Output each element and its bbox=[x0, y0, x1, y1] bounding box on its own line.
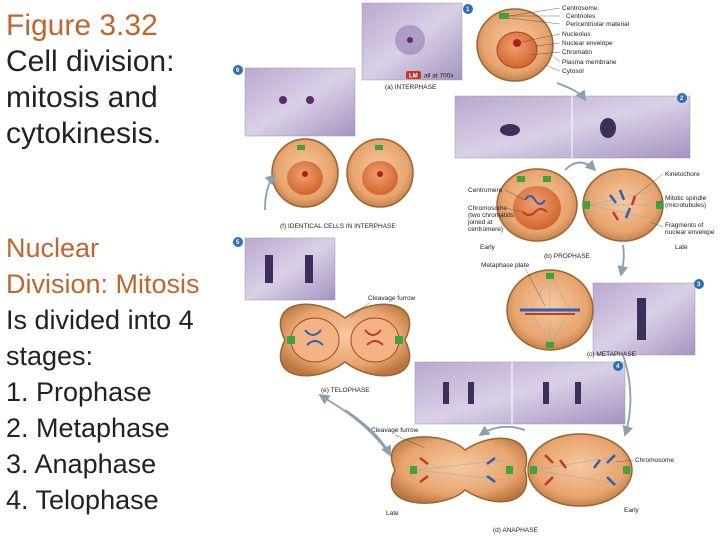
step-number: 2 bbox=[680, 96, 684, 102]
step-number: 3 bbox=[697, 282, 701, 288]
label-centromere: Centromere bbox=[468, 187, 503, 194]
interphase-label-lines bbox=[508, 7, 561, 72]
label-nuclear-envelope: Nuclear envelope bbox=[562, 40, 613, 47]
caption-telophase: (e) TELOPHASE bbox=[321, 387, 370, 394]
stage-item: 3. Anaphase bbox=[6, 449, 157, 479]
label-pericentriolar: Pericentriolar material bbox=[566, 21, 630, 28]
slide-title: Figure 3.32 Cell division: mitosis and c… bbox=[6, 8, 236, 152]
centrosome bbox=[499, 13, 509, 19]
caption-prophase: (b) PROPHASE bbox=[544, 253, 591, 260]
label-microtubules: (microtubules) bbox=[665, 202, 706, 209]
caption-anaphase: (d) ANAPHASE bbox=[493, 527, 538, 534]
micrograph-anaphase bbox=[414, 361, 626, 425]
caption-metaphase: (c) METAPHASE bbox=[587, 351, 637, 358]
title-line: cytokinesis. bbox=[6, 117, 162, 150]
micrograph-daughter-nucleus bbox=[279, 96, 287, 104]
subheading-line: Nuclear bbox=[6, 233, 100, 263]
body-line: Is divided into 4 bbox=[6, 305, 194, 335]
stage-item: 1. Prophase bbox=[6, 377, 152, 407]
slide-body: Nuclear Division: Mitosis Is divided int… bbox=[6, 230, 242, 518]
label-chromosome-note: (two chromatids bbox=[468, 212, 515, 219]
title-line: mitosis and bbox=[6, 81, 158, 114]
micrograph-chromosomes bbox=[500, 124, 520, 136]
prophase-left-labels: Centromere Chromosome (two chromatids jo… bbox=[467, 187, 515, 233]
anaphase-early-cell bbox=[527, 433, 633, 507]
label-chromosome-anaphase: Chromosome bbox=[635, 457, 674, 464]
title-line: Cell division: bbox=[6, 45, 175, 78]
micrograph-telophase bbox=[244, 237, 336, 301]
stage-item: 2. Metaphase bbox=[6, 413, 170, 443]
micrograph-nucleolus bbox=[407, 37, 413, 43]
interphase-nucleus bbox=[496, 31, 538, 69]
body-line: stages: bbox=[6, 341, 94, 371]
label-centrioles: Centrioles bbox=[566, 13, 596, 20]
label-nuclear-envelope-frag: nuclear envelope bbox=[665, 229, 715, 236]
label-chromosome-note: joined at bbox=[467, 219, 493, 226]
step-number: 6 bbox=[236, 68, 240, 74]
label-metaphase-plate: Metaphase plate bbox=[481, 262, 529, 269]
label-cleavage-furrow-top: Cleavage furrow bbox=[368, 295, 416, 302]
lm-badge-text: LM bbox=[409, 74, 418, 80]
anaphase-late-cell bbox=[391, 436, 528, 504]
micrograph-daughter-nucleus bbox=[306, 96, 314, 104]
micrograph-identical bbox=[244, 67, 356, 137]
label-centrosome: Centrosome: bbox=[562, 5, 599, 12]
lm-badge bbox=[406, 71, 421, 79]
subheading-line: Division: Mitosis bbox=[6, 269, 200, 299]
step-number: 4 bbox=[616, 364, 620, 370]
step-badges: 1 2 3 4 5 6 bbox=[233, 4, 704, 371]
label-chromosome: Chromosome bbox=[468, 205, 507, 212]
label-cleavage-furrow-bottom: Cleavage furrow bbox=[371, 427, 419, 434]
step-number: 5 bbox=[236, 240, 240, 246]
label-chromosome-note: centromere) bbox=[468, 226, 503, 233]
label-early-anaphase: Early bbox=[624, 507, 640, 514]
lm-scale: all at 700x bbox=[424, 73, 454, 80]
label-plasma-membrane: Plasma membrane bbox=[562, 59, 617, 66]
label-fragments: Fragments of bbox=[665, 222, 703, 229]
label-chromatin: Chromatin bbox=[562, 49, 592, 56]
label-nucleolus: Nucleolus bbox=[562, 31, 591, 38]
stage-item: 4. Telophase bbox=[6, 485, 159, 515]
label-late: Late bbox=[675, 244, 688, 251]
label-late-anaphase: Late bbox=[386, 510, 399, 517]
label-kinetochore: Kinetochore bbox=[665, 171, 700, 178]
prophase-right-labels: Kinetochore Mitotic spindle (microtubule… bbox=[665, 171, 715, 236]
caption-identical: (f) IDENTICAL CELLS IN INTERPHASE bbox=[280, 223, 396, 230]
figure-label: Figure 3.32 bbox=[6, 9, 158, 42]
step-number: 1 bbox=[466, 7, 470, 13]
label-mitotic-spindle: Mitotic spindle bbox=[665, 195, 707, 202]
micrograph-chromosomes bbox=[600, 118, 616, 138]
label-cytosol: Cytosol bbox=[562, 68, 584, 75]
mitosis-diagram: LM all at 700x Centrosome: Centrioles Pe… bbox=[233, 2, 715, 534]
interphase-labels: Centrosome: Centrioles Pericentriolar ma… bbox=[562, 5, 630, 75]
label-early: Early bbox=[480, 244, 496, 251]
caption-interphase: (a) INTERPHASE bbox=[385, 84, 437, 91]
